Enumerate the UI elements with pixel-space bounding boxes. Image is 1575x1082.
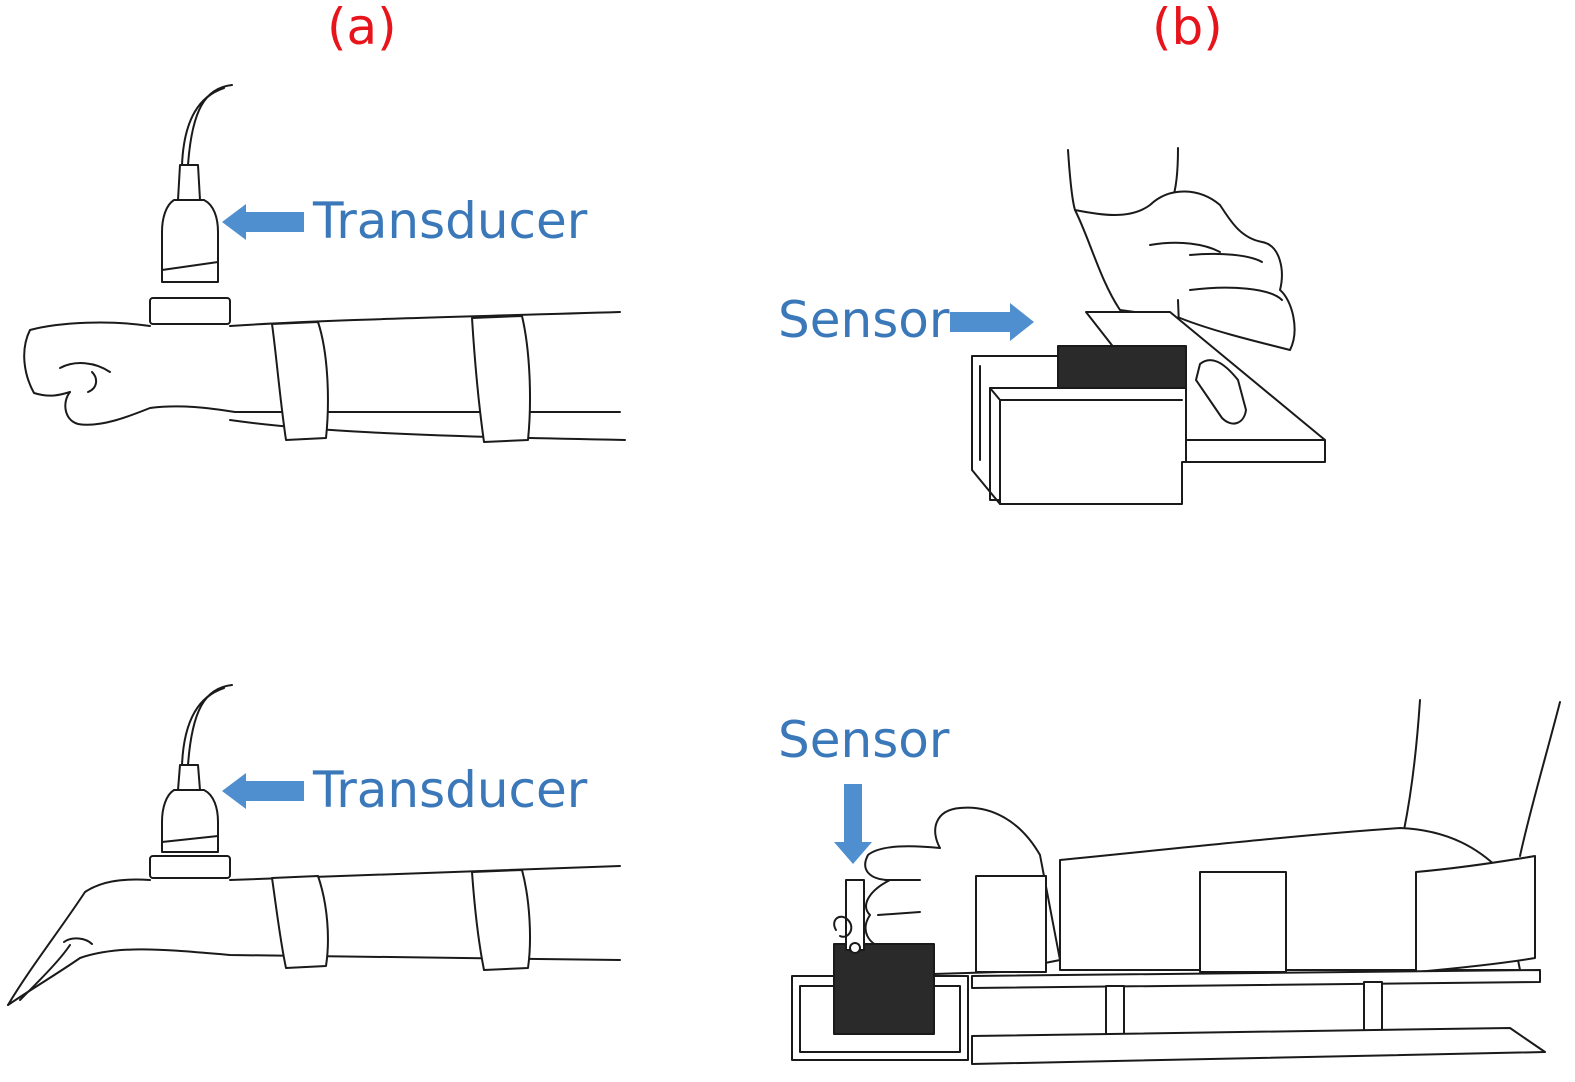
rail-post-left (1105, 985, 1125, 1037)
transducer-arrow-bottom (222, 773, 304, 809)
transducer-label-top: Transducer (313, 192, 588, 250)
forearm-strap (1199, 871, 1287, 973)
transducer-probe-icon-2 (161, 789, 219, 853)
probe-base-2 (149, 855, 231, 879)
forearm-fist-top (23, 84, 626, 443)
sensor-lever (845, 879, 865, 951)
hand-strap (975, 875, 1047, 973)
transducer-probe-icon (161, 199, 219, 283)
sensor-label-bottom: Sensor (778, 711, 950, 769)
sensor-housing (989, 387, 1187, 505)
wrist-strap-icon-2 (271, 875, 329, 969)
forearm-open-hand-bottom (7, 684, 621, 1006)
sensor-label-top: Sensor (778, 291, 950, 349)
panel-a-label: (a) (327, 0, 397, 56)
panel-b-label: (b) (1152, 0, 1223, 56)
force-sensor-icon-2 (833, 943, 935, 1035)
forearm-strap-icon (471, 315, 531, 443)
grip-rig-top (971, 147, 1326, 505)
transducer-label-bottom: Transducer (313, 761, 588, 819)
handle-bar (1195, 359, 1247, 425)
arm-support-rig-bottom (791, 699, 1561, 1065)
support-rail (971, 969, 1541, 989)
force-sensor-icon (1057, 345, 1187, 389)
rail-post-right (1363, 981, 1383, 1037)
sensor-arrow-bottom (834, 784, 872, 864)
rig-base (971, 1027, 1546, 1065)
forearm-icon (1059, 827, 1521, 971)
sensor-arrow-top (950, 303, 1034, 341)
forearm-strap-icon-2 (471, 869, 531, 971)
transducer-arrow-top (222, 204, 304, 240)
arm-cuff (1415, 855, 1536, 973)
wrist-strap-icon (271, 321, 329, 441)
probe-base (149, 297, 231, 325)
